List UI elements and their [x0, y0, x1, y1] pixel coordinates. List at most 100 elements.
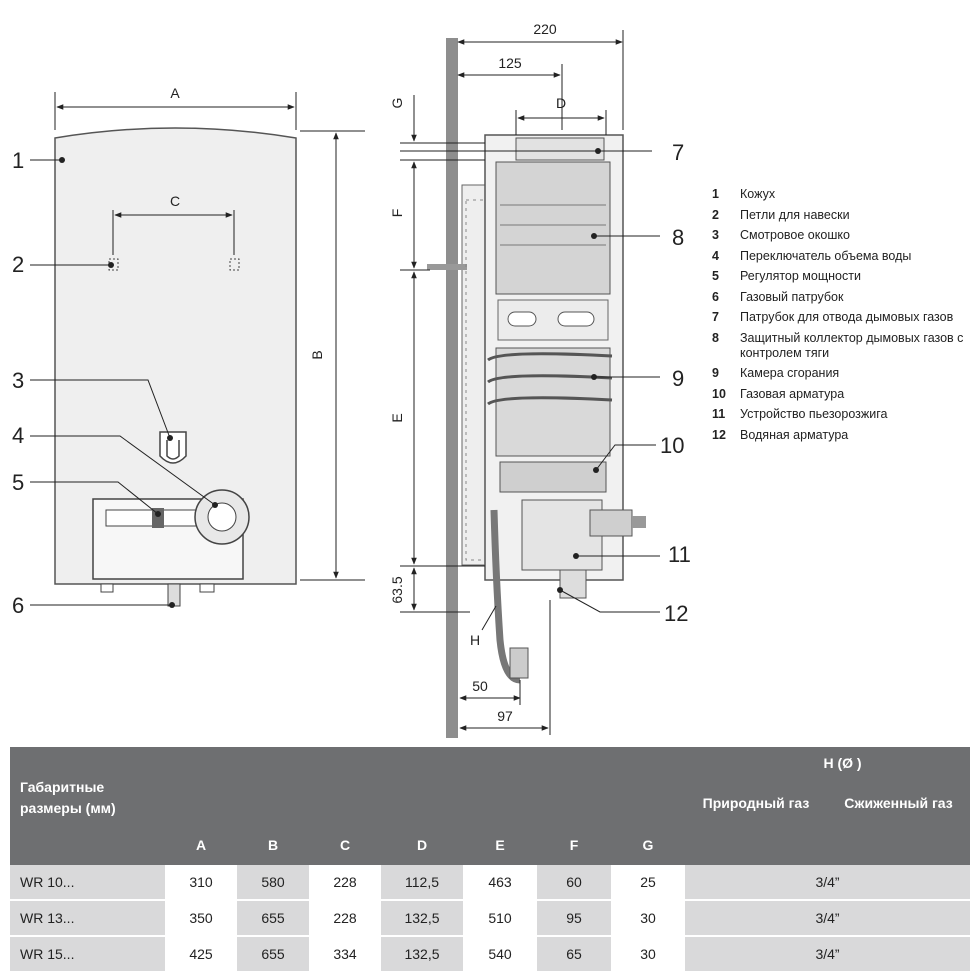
cell-model: WR 15...	[10, 937, 165, 973]
dim-label-e: E	[389, 413, 405, 422]
header-col-c: C	[309, 747, 381, 865]
table-row: WR 15... 425 655 334 132,5 540 65 30 3/4…	[10, 937, 970, 973]
legend-text: Переключатель объема воды	[740, 248, 912, 263]
cell-h: 3/4”	[685, 901, 970, 937]
dim-label-c: C	[170, 193, 180, 209]
legend-text: Камера сгорания	[740, 366, 840, 380]
legend-num: 2	[712, 207, 719, 222]
dim-label-g: G	[389, 98, 405, 109]
header-h-lpg: Сжиженный газ	[827, 779, 970, 865]
dim-label-d: D	[556, 95, 566, 111]
cell-d: 112,5	[381, 865, 463, 901]
gas-valve	[499, 461, 607, 493]
legend-item: 3 Смотровое окошко	[708, 228, 970, 243]
callout-2: 2	[12, 252, 24, 277]
cell-g: 30	[611, 901, 685, 937]
cell-e: 540	[463, 937, 537, 973]
legend-num: 10	[712, 386, 726, 401]
callout-8: 8	[672, 225, 684, 250]
cell-g: 25	[611, 865, 685, 901]
callout-9: 9	[672, 366, 684, 391]
cell-a: 425	[165, 937, 237, 973]
header-col-a: A	[165, 747, 237, 865]
callout-10: 10	[660, 433, 684, 458]
callout-7: 7	[672, 140, 684, 165]
hanger-hole-left	[108, 258, 119, 271]
cell-b: 580	[237, 865, 309, 901]
dim-label-50: 50	[472, 678, 488, 694]
legend-text: Регулятор мощности	[740, 269, 861, 283]
legend-num: 12	[712, 427, 726, 442]
dim-label-125: 125	[498, 55, 522, 71]
legend-num: 7	[712, 310, 719, 324]
header-col-d: D	[381, 747, 463, 865]
legend-num: 3	[712, 228, 719, 242]
legend-text: Защитный коллектор дымовых газов с контр…	[740, 330, 964, 360]
legend-num: 1	[712, 187, 719, 201]
legend-item: 8 Защитный коллектор дымовых газов с конт…	[708, 331, 970, 361]
legend-text: Патрубок для отвода дымовых газов	[740, 310, 954, 324]
legend-num: 6	[712, 289, 719, 304]
header-h-group: H (Ø )	[685, 747, 970, 780]
legend-item: 10 Газовая арматура	[708, 387, 970, 402]
dim-label-220: 220	[533, 21, 557, 37]
legend-item: 9 Камера сгорания	[708, 366, 970, 381]
header-col-b: B	[237, 747, 309, 865]
callout-3: 3	[12, 368, 24, 393]
dim-label-f: F	[389, 209, 405, 218]
cell-c: 228	[309, 901, 381, 937]
draft-hood	[495, 161, 611, 295]
cell-a: 350	[165, 901, 237, 937]
callout-5: 5	[12, 470, 24, 495]
legend-text: Газовая арматура	[740, 386, 845, 401]
dim-label-h: H	[470, 632, 480, 648]
cell-h: 3/4”	[685, 937, 970, 973]
header-col-e: E	[463, 747, 537, 865]
casing-outline	[54, 127, 297, 585]
dim-label-97: 97	[497, 708, 513, 724]
dim-label-63-5: 63.5	[389, 576, 405, 603]
cell-f: 60	[537, 865, 611, 901]
cell-a: 310	[165, 865, 237, 901]
table-header-row: Габаритные размеры (мм) A B C D E F G H …	[10, 747, 970, 865]
side-view: 220 125 D G F E 63.5 H 50 97	[389, 21, 691, 738]
gas-inlet	[167, 583, 181, 607]
legend-num: 4	[712, 248, 719, 263]
legend-num: 9	[712, 366, 719, 380]
cell-c: 228	[309, 865, 381, 901]
table-subheader-row: Природный газ Сжиженный газ	[10, 779, 970, 865]
callouts-front: 1 2 3 4 5 6	[12, 148, 218, 618]
cell-model: WR 10...	[10, 865, 165, 901]
legend-text: Устройство пьезорозжига	[740, 407, 888, 421]
dim-label-a: A	[170, 85, 180, 101]
header-col-f: F	[537, 747, 611, 865]
legend-text: Смотровое окошко	[740, 228, 850, 242]
legend-item: 5 Регулятор мощности	[708, 269, 970, 284]
legend-num: 8	[712, 330, 719, 345]
callout-4: 4	[12, 423, 24, 448]
cell-e: 510	[463, 901, 537, 937]
legend-item: 7 Патрубок для отвода дымовых газов	[708, 310, 970, 325]
legend-num: 11	[712, 407, 726, 421]
header-h-natural: Природный газ	[685, 779, 827, 865]
cell-g: 30	[611, 937, 685, 973]
cell-b: 655	[237, 937, 309, 973]
table-row: WR 13... 350 655 228 132,5 510 95 30 3/4…	[10, 901, 970, 937]
cell-f: 95	[537, 901, 611, 937]
wall	[446, 38, 458, 738]
callout-1: 1	[12, 148, 24, 173]
cell-d: 132,5	[381, 937, 463, 973]
dimensions-table: Габаритные размеры (мм) A B C D E F G H …	[10, 747, 970, 973]
dim-label-b: B	[309, 350, 325, 359]
legend-item: 11 Устройство пьезорозжига	[708, 407, 970, 422]
power-knob-inner	[207, 502, 237, 532]
cell-c: 334	[309, 937, 381, 973]
cell-e: 463	[463, 865, 537, 901]
header-dimensions-label: Габаритные размеры (мм)	[10, 747, 165, 865]
header-col-g: G	[611, 747, 685, 865]
legend-num: 5	[712, 269, 719, 283]
combustion-chamber	[495, 347, 611, 457]
